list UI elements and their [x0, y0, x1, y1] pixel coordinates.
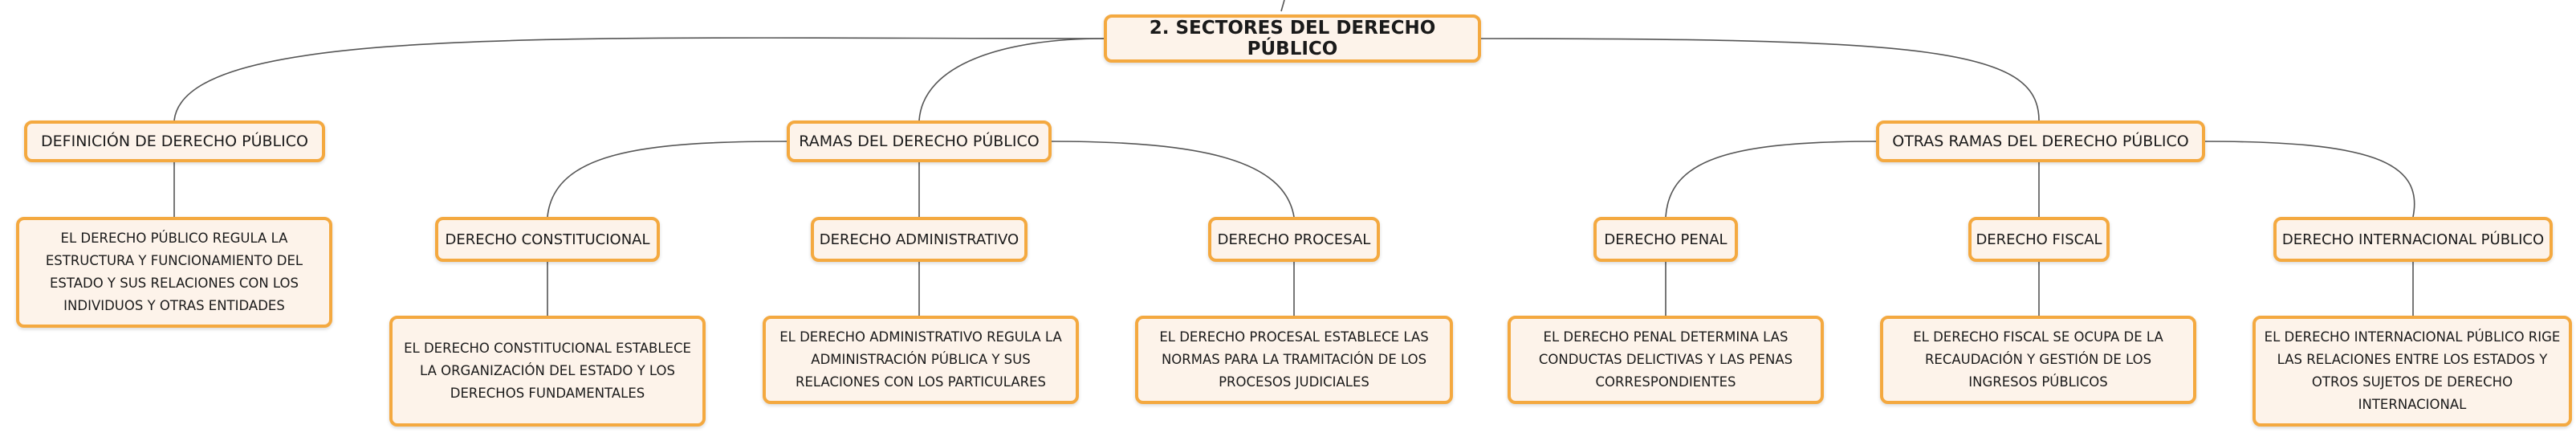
node-ramas[interactable]: RAMAS DEL DERECHO PÚBLICO: [787, 120, 1052, 162]
root-label: 2. SECTORES DEL DERECHO PÚBLICO: [1149, 18, 1436, 59]
desc-internacional[interactable]: EL DERECHO INTERNACIONAL PÚBLICO RIGE LA…: [2252, 316, 2572, 427]
node-procesal[interactable]: DERECHO PROCESAL: [1208, 217, 1380, 262]
node-definicion[interactable]: DEFINICIÓN DE DERECHO PÚBLICO: [24, 120, 325, 162]
edge-ramas-constitucional: [547, 141, 787, 218]
fiscal-label: DERECHO FISCAL: [1976, 231, 2102, 248]
constitucional-label: DERECHO CONSTITUCIONAL: [445, 231, 650, 248]
administrativo-label: DERECHO ADMINISTRATIVO: [819, 231, 1019, 248]
edge-root-ramas: [918, 38, 1105, 121]
node-fiscal[interactable]: DERECHO FISCAL: [1968, 217, 2110, 262]
edge-root-definicion: [173, 37, 1105, 121]
desc-fiscal[interactable]: EL DERECHO FISCAL SE OCUPA DE LA RECAUDA…: [1880, 316, 2196, 404]
procesal-desc-text: EL DERECHO PROCESAL ESTABLECE LAS NORMAS…: [1159, 329, 1429, 390]
node-penal[interactable]: DERECHO PENAL: [1593, 217, 1738, 262]
root-node[interactable]: 2. SECTORES DEL DERECHO PÚBLICO: [1104, 14, 1481, 63]
edge-otras-penal: [1665, 141, 1877, 218]
administrativo-desc-text: EL DERECHO ADMINISTRATIVO REGULA LA ADMI…: [779, 329, 1062, 390]
penal-label: DERECHO PENAL: [1604, 231, 1728, 248]
node-administrativo[interactable]: DERECHO ADMINISTRATIVO: [811, 217, 1028, 262]
otras-label: OTRAS RAMAS DEL DERECHO PÚBLICO: [1892, 133, 2189, 150]
ramas-label: RAMAS DEL DERECHO PÚBLICO: [799, 133, 1040, 150]
node-constitucional[interactable]: DERECHO CONSTITUCIONAL: [435, 217, 660, 262]
fiscal-desc-text: EL DERECHO FISCAL SE OCUPA DE LA RECAUDA…: [1913, 329, 2163, 390]
definicion-desc-text: EL DERECHO PÚBLICO REGULA LA ESTRUCTURA …: [45, 231, 303, 313]
desc-constitucional[interactable]: EL DERECHO CONSTITUCIONAL ESTABLECE LA O…: [389, 316, 706, 427]
edge-otras-internacional: [2204, 141, 2415, 218]
definicion-label: DEFINICIÓN DE DERECHO PÚBLICO: [41, 133, 308, 150]
desc-procesal[interactable]: EL DERECHO PROCESAL ESTABLECE LAS NORMAS…: [1135, 316, 1453, 404]
internacional-label: DERECHO INTERNACIONAL PÚBLICO: [2281, 231, 2545, 248]
edge-root-parent: [1280, 0, 1285, 12]
constitucional-desc-text: EL DERECHO CONSTITUCIONAL ESTABLECE LA O…: [404, 341, 691, 401]
procesal-label: DERECHO PROCESAL: [1217, 231, 1371, 248]
desc-penal[interactable]: EL DERECHO PENAL DETERMINA LAS CONDUCTAS…: [1508, 316, 1824, 404]
node-internacional[interactable]: DERECHO INTERNACIONAL PÚBLICO: [2273, 217, 2553, 262]
penal-desc-text: EL DERECHO PENAL DETERMINA LAS CONDUCTAS…: [1538, 329, 1793, 390]
internacional-desc-text: EL DERECHO INTERNACIONAL PÚBLICO RIGE LA…: [2264, 329, 2561, 412]
desc-definicion[interactable]: EL DERECHO PÚBLICO REGULA LA ESTRUCTURA …: [16, 217, 332, 328]
node-otras[interactable]: OTRAS RAMAS DEL DERECHO PÚBLICO: [1876, 120, 2205, 162]
edge-ramas-procesal: [1051, 141, 1295, 218]
edge-root-otras: [1480, 38, 2040, 121]
desc-administrativo[interactable]: EL DERECHO ADMINISTRATIVO REGULA LA ADMI…: [763, 316, 1079, 404]
